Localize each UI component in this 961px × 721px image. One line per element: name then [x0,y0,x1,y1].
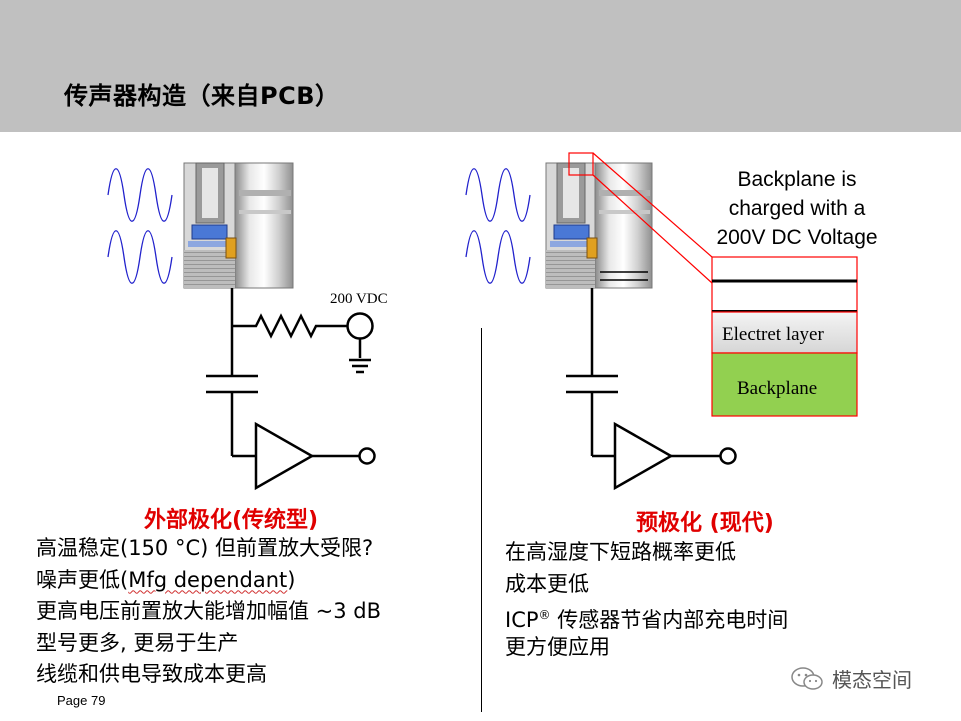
electret-layer-label: Electret layer [722,324,824,345]
list-item: ICP® 传感器节省内部充电时间 [505,600,788,632]
list-item: 在高湿度下短路概率更低 [505,540,736,564]
list-item-text: ) [287,567,296,592]
left-circuit [206,288,376,491]
left-microphone-body [183,162,294,289]
voltage-label: 200 VDC [330,291,388,307]
list-item-text: 噪声更低( [36,567,129,592]
watermark-text: 模态空间 [832,668,912,692]
layer-stack [711,256,858,417]
page-number: Page 79 [57,693,106,708]
list-item: 高温稳定(150 °C) 但前置放大受限? [36,536,374,560]
list-item: 噪声更低(Mfg dependant) [36,565,381,597]
list-item: 更方便应用 [505,634,610,659]
slide-title: 传声器构造（来自PCB） [64,82,340,110]
right-bullet-list: 在高湿度下短路概率更低 成本更低 ICP® 传感器节省内部充电时间 更方便应用 [505,537,788,663]
right-heading: 预极化 (现代) [636,511,774,536]
column-divider [481,328,482,712]
list-item: 成本更低 [505,571,589,596]
wechat-icon [791,666,823,690]
callout-line-1: Backplane is [737,168,856,191]
list-item: 线缆和供电导致成本更高 [36,662,267,686]
list-item-text: ICP [505,608,539,632]
list-item-text: 传感器节省内部充电时间 [550,608,789,632]
left-bullet-list: 高温稳定(150 °C) 但前置放大受限? 噪声更低(Mfg dependant… [36,533,381,691]
backplane-layer-label: Backplane [737,378,817,399]
callout-line-3: 200V DC Voltage [716,226,877,249]
right-sound-waves [465,168,531,284]
registered-mark: ® [538,608,551,622]
detail-callout [568,152,713,284]
watermark: 模态空间 [790,664,912,693]
callout-line-2: charged with a [729,197,866,220]
electret-layer [711,311,858,354]
callout-text: Backplane is charged with a 200V DC Volt… [716,168,877,249]
list-item: 更高电压前置放大能增加幅值 ~3 dB [36,599,382,623]
left-heading: 外部极化(传统型) [144,508,319,533]
right-circuit [566,288,737,491]
left-sound-waves [107,168,173,284]
list-item: 型号更多, 更易于生产 [36,630,239,655]
list-item-text-misspelled: Mfg dependant [128,567,288,592]
right-microphone-body [545,162,653,289]
backplane-layer [711,352,858,417]
header-band [0,0,961,132]
